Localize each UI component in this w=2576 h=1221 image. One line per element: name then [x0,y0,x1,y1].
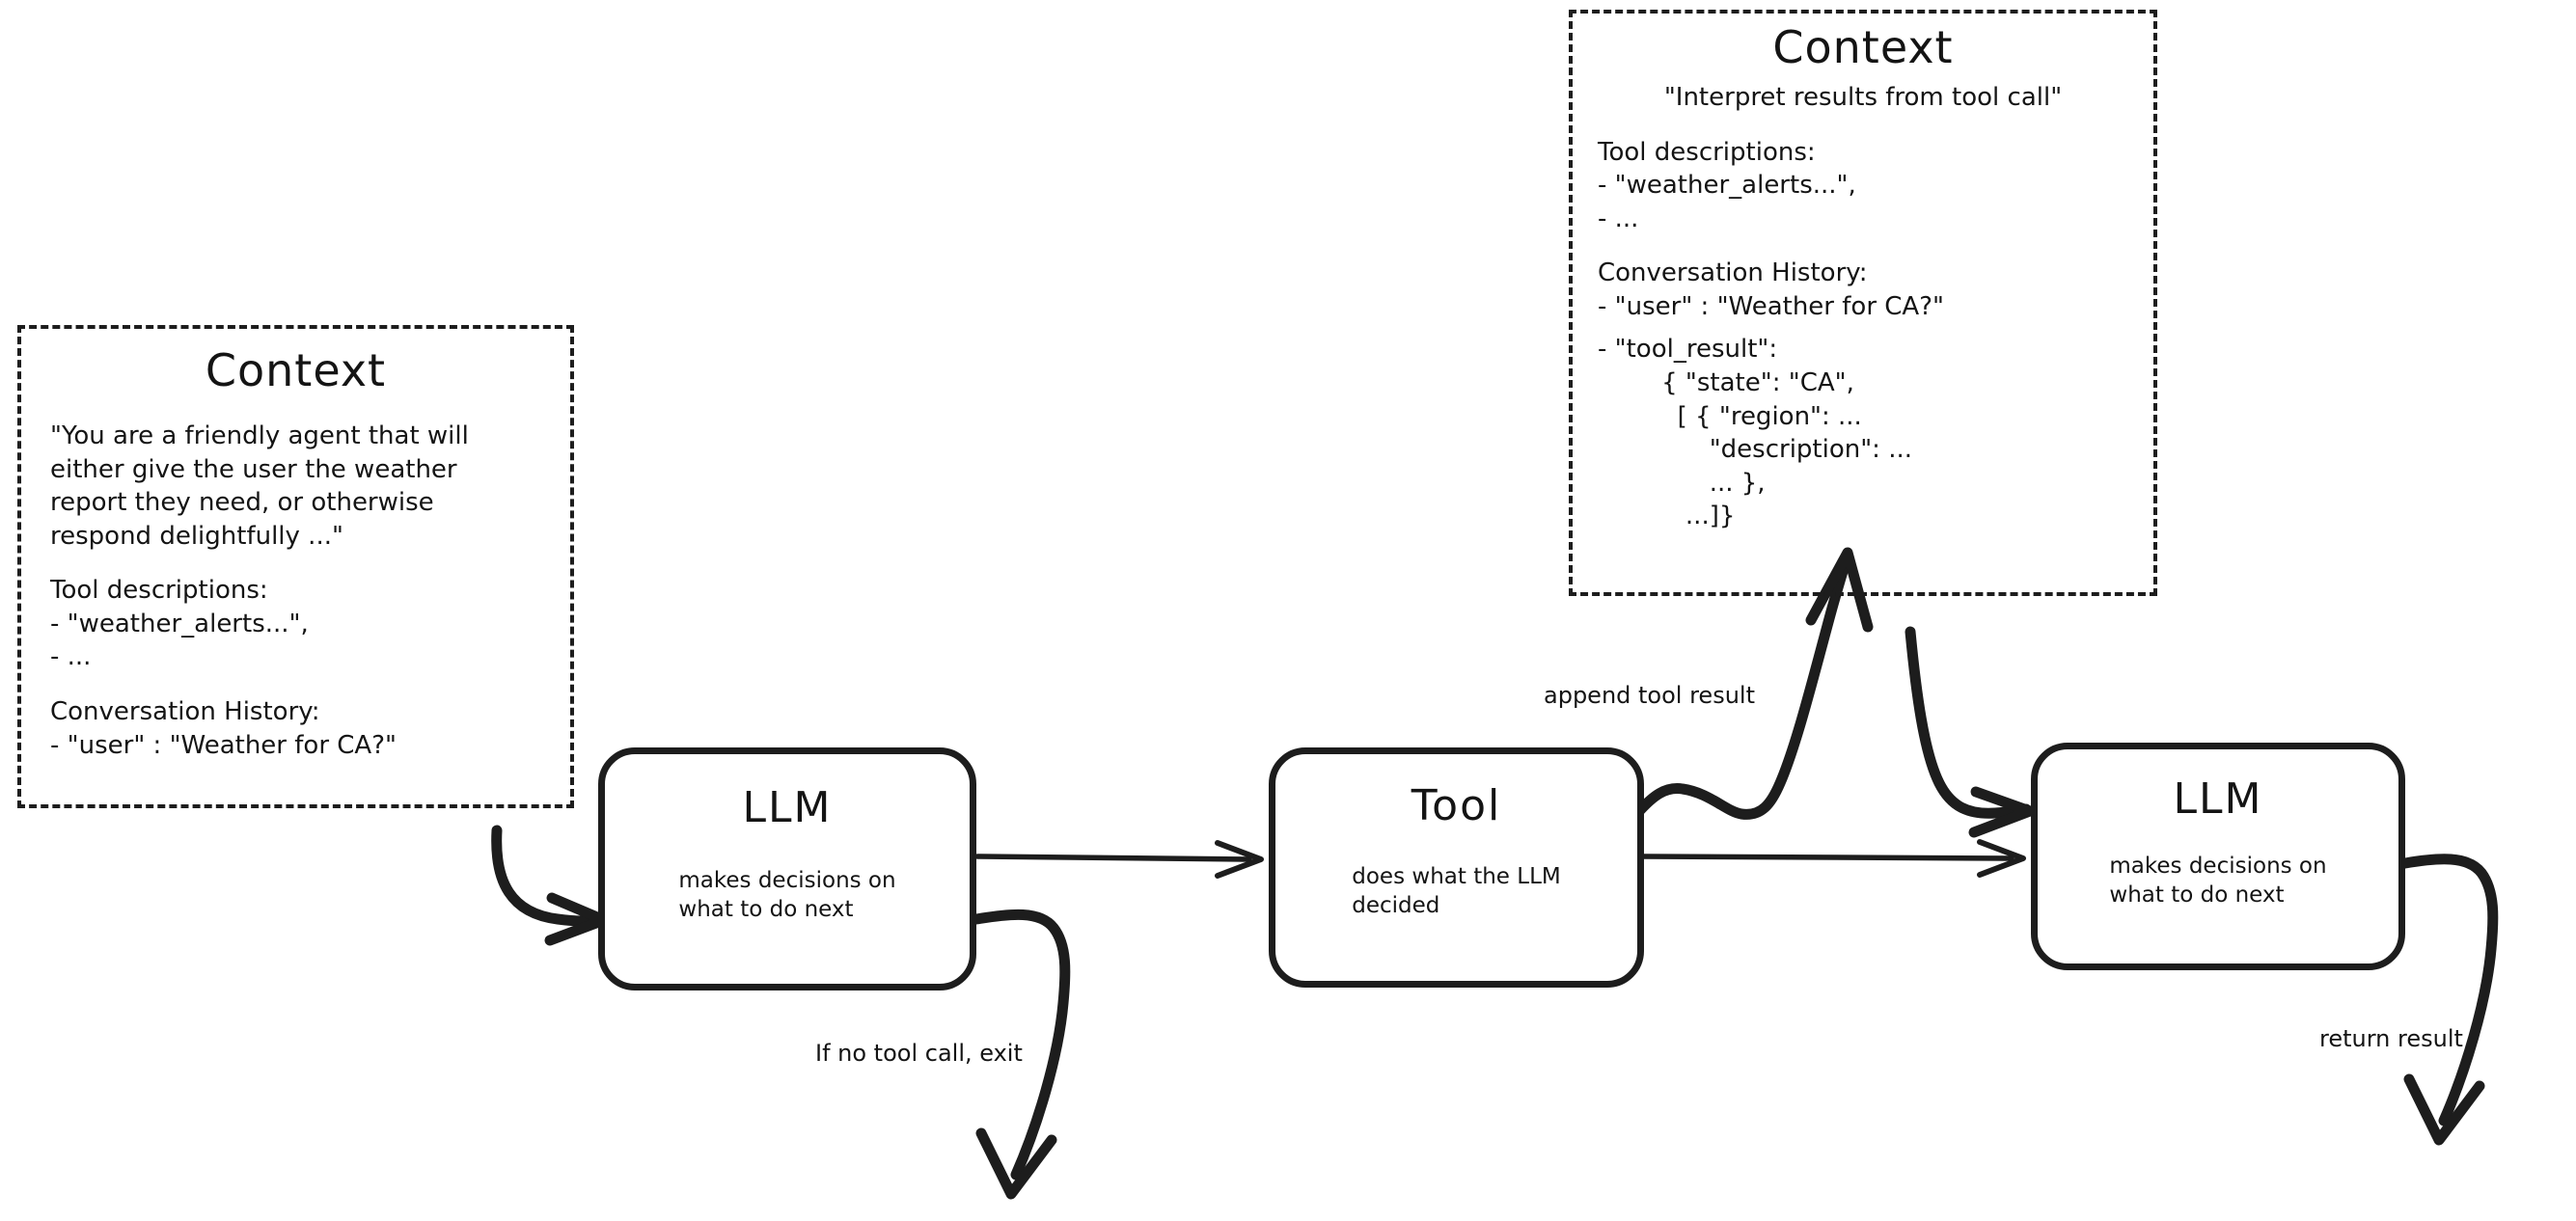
node-llm-2[interactable]: LLM makes decisions on what to do next [2031,743,2405,970]
node-llm-1[interactable]: LLM makes decisions on what to do next [598,747,976,990]
context-right-conversation-items: - "user" : "Weather for CA?" [1598,291,1944,321]
edge-context-right-to-llm2 [1905,626,2036,838]
edge-llm1-to-tool [974,840,1264,879]
context-right-conversation-heading: Conversation History: [1598,258,1868,288]
edge-label-return-result: return result [2319,1025,2463,1052]
node-tool-title: Tool [1411,781,1502,830]
context-right-tools-items: - "weather_alerts...", - ... [1598,171,1856,233]
context-right-title: Context [1772,21,1954,73]
context-right-tools-heading: Tool descriptions: [1598,137,1816,167]
context-left-tools-heading: Tool descriptions: [50,576,268,606]
node-llm-2-subtitle: makes decisions on what to do next [2109,854,2327,908]
context-left-system-prompt: "You are a friendly agent that will eith… [50,421,469,551]
node-llm-1-subtitle: makes decisions on what to do next [678,868,896,922]
context-left-title: Context [205,344,387,396]
node-llm-1-title: LLM [742,783,833,832]
edge-tool-to-llm2 [1641,839,2026,878]
context-card-right: Context "Interpret results from tool cal… [1569,10,2157,596]
edge-label-append-tool-result: append tool result [1544,682,1755,709]
node-llm-2-title: LLM [2173,774,2263,824]
context-left-conversation-items: - "user" : "Weather for CA?" [50,730,397,760]
context-right-system-prompt: "Interpret results from tool call" [1663,83,2063,112]
edge-llm2-return [2399,854,2499,1146]
edge-label-if-no-tool-call-exit: If no tool call, exit [815,1040,1023,1067]
context-right-tool-result: - "tool_result": { "state": "CA", [ { "r… [1598,335,1913,531]
context-left-conversation-heading: Conversation History: [50,697,320,727]
edge-context-to-llm1 [491,825,610,946]
node-tool[interactable]: Tool does what the LLM decided [1269,747,1644,988]
node-tool-subtitle: does what the LLM decided [1352,864,1561,918]
context-card-left: Context "You are a friendly agent that w… [17,325,574,808]
context-left-tools-items: - "weather_alerts...", - ... [50,609,309,672]
